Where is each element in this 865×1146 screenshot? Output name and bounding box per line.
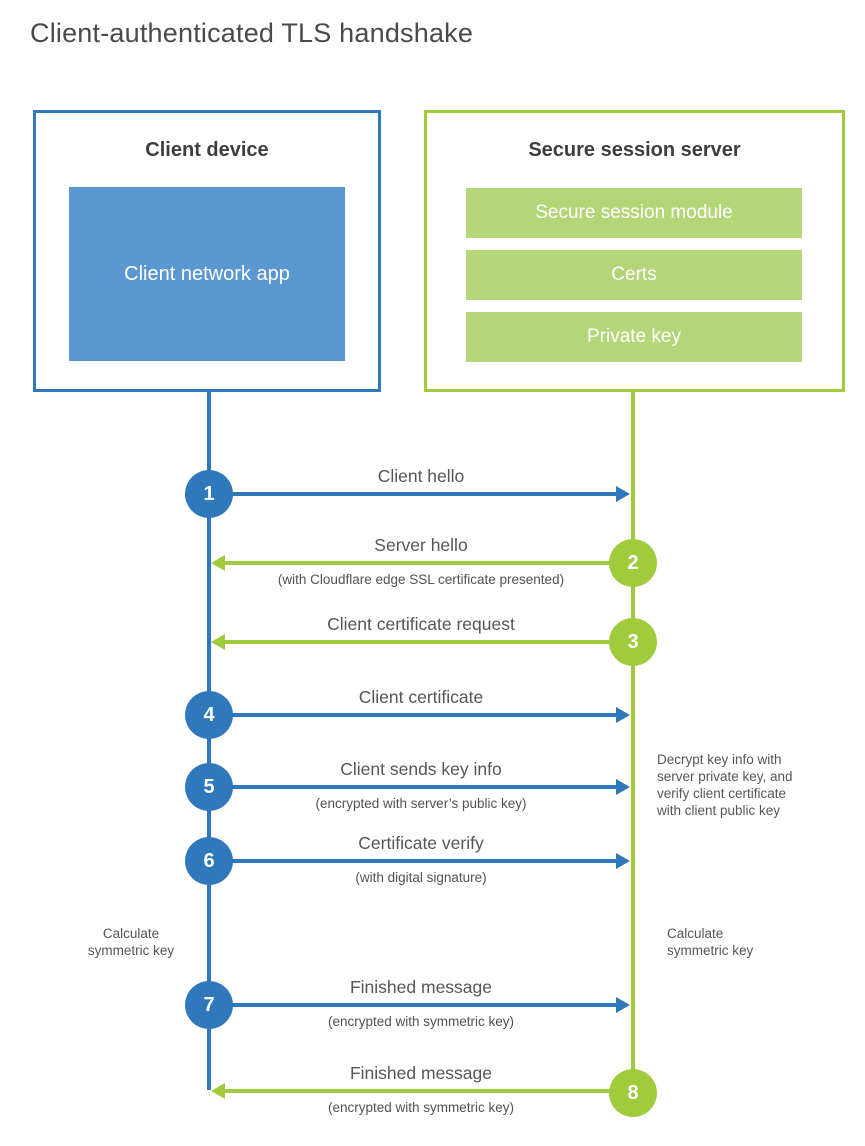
step-circle-7: 7 bbox=[185, 981, 233, 1029]
arrow-client-sends-key-info bbox=[230, 785, 616, 789]
arrow-client-certificate bbox=[230, 713, 616, 717]
step-number-8: 8 bbox=[627, 1081, 639, 1104]
step-number-3: 3 bbox=[627, 630, 639, 653]
arrow-head-right-icon bbox=[616, 707, 630, 723]
step-circle-8: 8 bbox=[609, 1069, 657, 1117]
message-sublabel-server-hello: (with Cloudflare edge SSL certificate pr… bbox=[277, 572, 565, 587]
arrow-certificate-verify bbox=[230, 859, 616, 863]
client-device-title: Client device bbox=[145, 139, 269, 161]
step-number-5: 5 bbox=[203, 775, 215, 798]
server-module-secure-session: Secure session module bbox=[466, 188, 802, 238]
message-label-finished-message-client: Finished message bbox=[349, 977, 493, 997]
arrow-head-left-icon bbox=[211, 634, 225, 650]
step-circle-6: 6 bbox=[185, 837, 233, 885]
step-circle-1: 1 bbox=[185, 470, 233, 518]
server-module-private-key: Private key bbox=[466, 312, 802, 362]
message-label-client-certificate-request: Client certificate request bbox=[327, 614, 515, 634]
message-label-client-sends-key-info: Client sends key info bbox=[340, 759, 502, 779]
step-number-7: 7 bbox=[203, 993, 215, 1016]
message-label-client-certificate: Client certificate bbox=[358, 687, 484, 707]
step-circle-2: 2 bbox=[609, 539, 657, 587]
server-module-certs: Certs bbox=[466, 250, 802, 300]
step-circle-3: 3 bbox=[609, 618, 657, 666]
step-circle-4: 4 bbox=[185, 691, 233, 739]
message-sublabel-client-sends-key-info: (encrypted with server’s public key) bbox=[315, 796, 527, 811]
arrow-finished-message-client bbox=[230, 1003, 616, 1007]
page-title: Client-authenticated TLS handshake bbox=[30, 18, 474, 48]
message-label-certificate-verify: Certificate verify bbox=[358, 833, 484, 853]
step-number-1: 1 bbox=[203, 482, 215, 505]
step-circle-5: 5 bbox=[185, 763, 233, 811]
client-device-box: Client device Client network app bbox=[33, 110, 381, 392]
arrow-head-right-icon bbox=[616, 853, 630, 869]
arrow-head-left-icon bbox=[211, 1083, 225, 1099]
message-sublabel-finished-message-server: (encrypted with symmetric key) bbox=[327, 1100, 515, 1115]
client-network-app-box: Client network app bbox=[69, 187, 345, 361]
secure-session-server-title: Secure session server bbox=[528, 139, 741, 161]
arrow-head-right-icon bbox=[616, 779, 630, 795]
arrow-server-hello bbox=[225, 561, 611, 565]
client-network-app-label: Client network app bbox=[124, 263, 290, 285]
arrow-head-right-icon bbox=[616, 997, 630, 1013]
arrow-head-right-icon bbox=[616, 486, 630, 502]
step-number-6: 6 bbox=[203, 849, 215, 872]
note-calculate-symmetric-key-client: Calculate symmetric key bbox=[87, 926, 175, 958]
message-label-client-hello: Client hello bbox=[377, 466, 465, 486]
message-label-finished-message-server: Finished message bbox=[349, 1063, 493, 1083]
secure-session-server-box: Secure session server Secure session mod… bbox=[424, 110, 845, 392]
arrow-client-hello bbox=[230, 492, 616, 496]
arrow-client-certificate-request bbox=[225, 640, 611, 644]
message-sublabel-certificate-verify: (with digital signature) bbox=[355, 870, 487, 885]
arrow-head-left-icon bbox=[211, 555, 225, 571]
note-calculate-symmetric-key-server: Calculate symmetric key bbox=[667, 926, 754, 958]
server-lifeline bbox=[631, 392, 635, 1093]
message-sublabel-finished-message-client: (encrypted with symmetric key) bbox=[327, 1014, 515, 1029]
client-lifeline bbox=[207, 392, 211, 1090]
arrow-finished-message-server bbox=[225, 1089, 611, 1093]
message-label-server-hello: Server hello bbox=[374, 535, 468, 555]
step-number-2: 2 bbox=[627, 551, 639, 574]
step-number-4: 4 bbox=[203, 703, 215, 726]
note-decrypt-key-info: Decrypt key info with server private key… bbox=[657, 752, 793, 818]
